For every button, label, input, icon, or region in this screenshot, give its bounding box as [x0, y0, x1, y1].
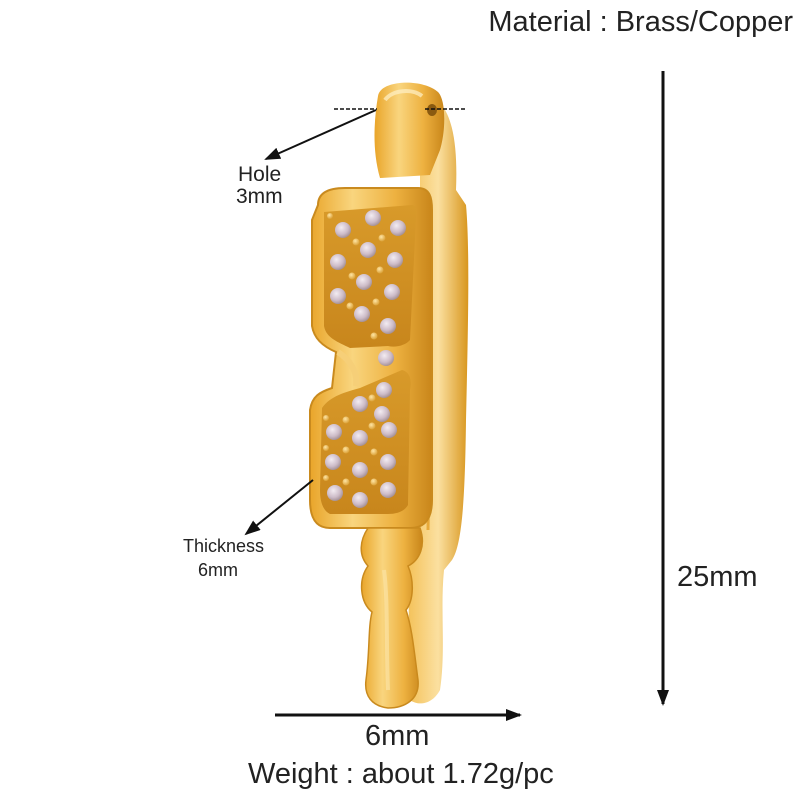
height-value: 25mm: [677, 561, 758, 593]
zirconia-stones: [325, 210, 406, 508]
bail: [374, 82, 445, 178]
weight-label: Weight : about 1.72g/pc: [248, 758, 554, 790]
clip-lower: [360, 527, 424, 709]
hole-size-value: 3mm: [236, 185, 283, 208]
thickness-label: Thickness: [183, 536, 265, 556]
sunglasses-frame: [309, 187, 433, 529]
thickness-value: 6mm: [198, 560, 238, 580]
hole-arrow: [264, 109, 377, 160]
hole-label: Hole: [238, 163, 282, 186]
gold-beads: [323, 213, 386, 486]
thickness-arrow: [244, 479, 314, 536]
width-value: 6mm: [365, 720, 430, 752]
material-label: Material : Brass/Copper: [488, 6, 793, 38]
